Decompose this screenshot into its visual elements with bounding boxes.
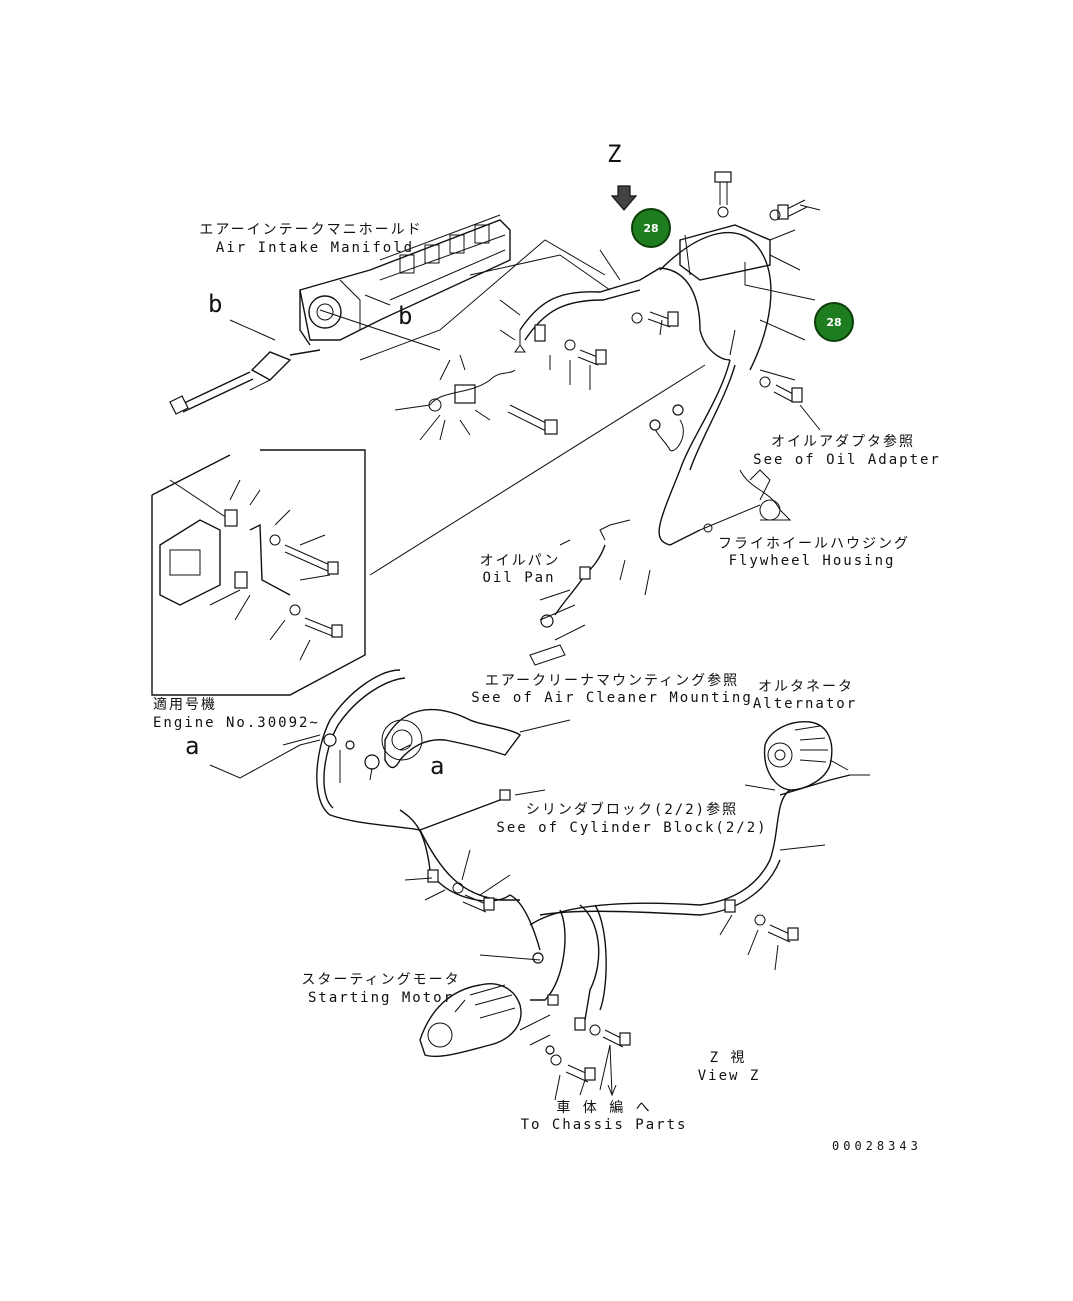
label-air-cleaner-en: See of Air Cleaner Mounting — [471, 690, 753, 706]
label-flywheel-en: Flywheel Housing — [728, 553, 896, 569]
label-flywheel-jp: フライホイールハウジング — [718, 536, 910, 552]
label-oil-pan-en: Oil Pan — [482, 570, 556, 586]
label-view-z-jp: Z 視 — [709, 1050, 747, 1066]
label-air-cleaner-jp: エアークリーナマウンティング参照 — [484, 673, 740, 689]
lower-harness — [316, 669, 851, 1031]
label-chassis-jp: 車 体 編 へ — [556, 1100, 652, 1116]
label-z-letter: Z — [607, 140, 622, 168]
oil-pan-sensor — [529, 404, 684, 666]
label-air-intake-en: Air Intake Manifold — [215, 240, 415, 256]
long-bolt — [169, 349, 321, 415]
alternator-drawing — [763, 721, 849, 791]
label-engine-no-jp: 適用号機 — [153, 697, 217, 713]
flywheel-housing-drawing — [739, 469, 792, 521]
starting-motor-drawing — [419, 983, 522, 1058]
callout-marker-28-right[interactable]: 28 — [814, 302, 854, 342]
callout-marker-28-top[interactable]: 28 — [631, 208, 671, 248]
label-oil-adapter-en: See of Oil Adapter — [753, 452, 941, 468]
label-cyl-block-jp: シリンダブロック(2/2)参照 — [525, 802, 739, 818]
label-engine-no-en: Engine No.30092~ — [153, 715, 320, 731]
leader-lines-lower — [209, 719, 870, 1101]
bolts-upper — [507, 171, 808, 435]
view-z-arrow — [610, 185, 638, 211]
label-view-z-en: View Z — [697, 1068, 761, 1084]
label-oil-pan-jp: オイルパン — [479, 553, 561, 569]
label-starting-motor-en: Starting Motor — [307, 990, 455, 1006]
label-b-mid: b — [398, 302, 413, 330]
label-chassis-en: To Chassis Parts — [520, 1117, 688, 1133]
label-air-intake-jp: エアーインテークマニホールド — [199, 222, 423, 238]
label-a-left: a — [185, 732, 200, 760]
label-oil-adapter-jp: オイルアダプタ参照 — [771, 434, 915, 450]
bracket-upper-right — [679, 224, 816, 301]
upper-harness — [428, 231, 772, 546]
air-intake-manifold-drawing — [299, 214, 511, 346]
label-alternator-en: Alternator — [752, 696, 858, 712]
bolts-lower — [427, 869, 799, 1083]
document-number: 00028343 — [832, 1139, 922, 1153]
label-b-left: b — [208, 290, 223, 318]
label-starting-motor-jp: スターティングモータ — [301, 972, 461, 988]
label-cyl-block-en: See of Cylinder Block(2/2) — [496, 820, 768, 836]
inset-detail-box — [151, 449, 366, 696]
leader-lines — [229, 204, 821, 596]
label-a-mid: a — [430, 752, 445, 780]
label-alternator-jp: オルタネータ — [758, 679, 854, 695]
